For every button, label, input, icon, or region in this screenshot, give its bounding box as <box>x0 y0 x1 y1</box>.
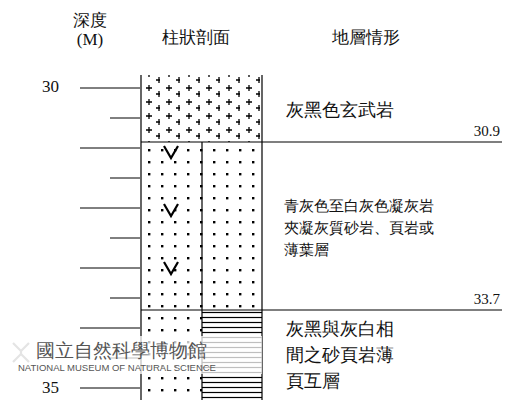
stratum-band: 灰黑與灰白相間之砂頁岩薄頁互層 <box>262 310 512 400</box>
watermark: 國立自然科學博物館 <box>36 338 207 364</box>
column-header: 深度 (M) <box>62 12 118 49</box>
column-header: 柱狀剖面 <box>162 26 230 49</box>
boundary-depth: 30.9 <box>474 123 500 140</box>
stratum-description: 灰黑與灰白相間之砂頁岩薄頁互層 <box>286 316 404 394</box>
stratum-description: 灰黑色玄武岩 <box>286 97 466 123</box>
watermark: NATIONAL MUSEUM OF NATURAL SCIENCE <box>18 362 216 373</box>
stratum-band: 青灰色至白灰色凝灰岩夾凝灰質砂岩、頁岩或薄葉層 33.7 <box>262 142 512 310</box>
stratum-description: 青灰色至白灰色凝灰岩夾凝灰質砂岩、頁岩或薄葉層 <box>284 196 444 261</box>
depth-number: 30 <box>42 77 59 97</box>
depth-number: 35 <box>42 378 59 398</box>
boundary-depth: 33.7 <box>474 291 500 308</box>
column-header: 地層情形 <box>332 26 400 49</box>
stratum-band: 灰黑色玄武岩 30.9 <box>262 75 512 142</box>
